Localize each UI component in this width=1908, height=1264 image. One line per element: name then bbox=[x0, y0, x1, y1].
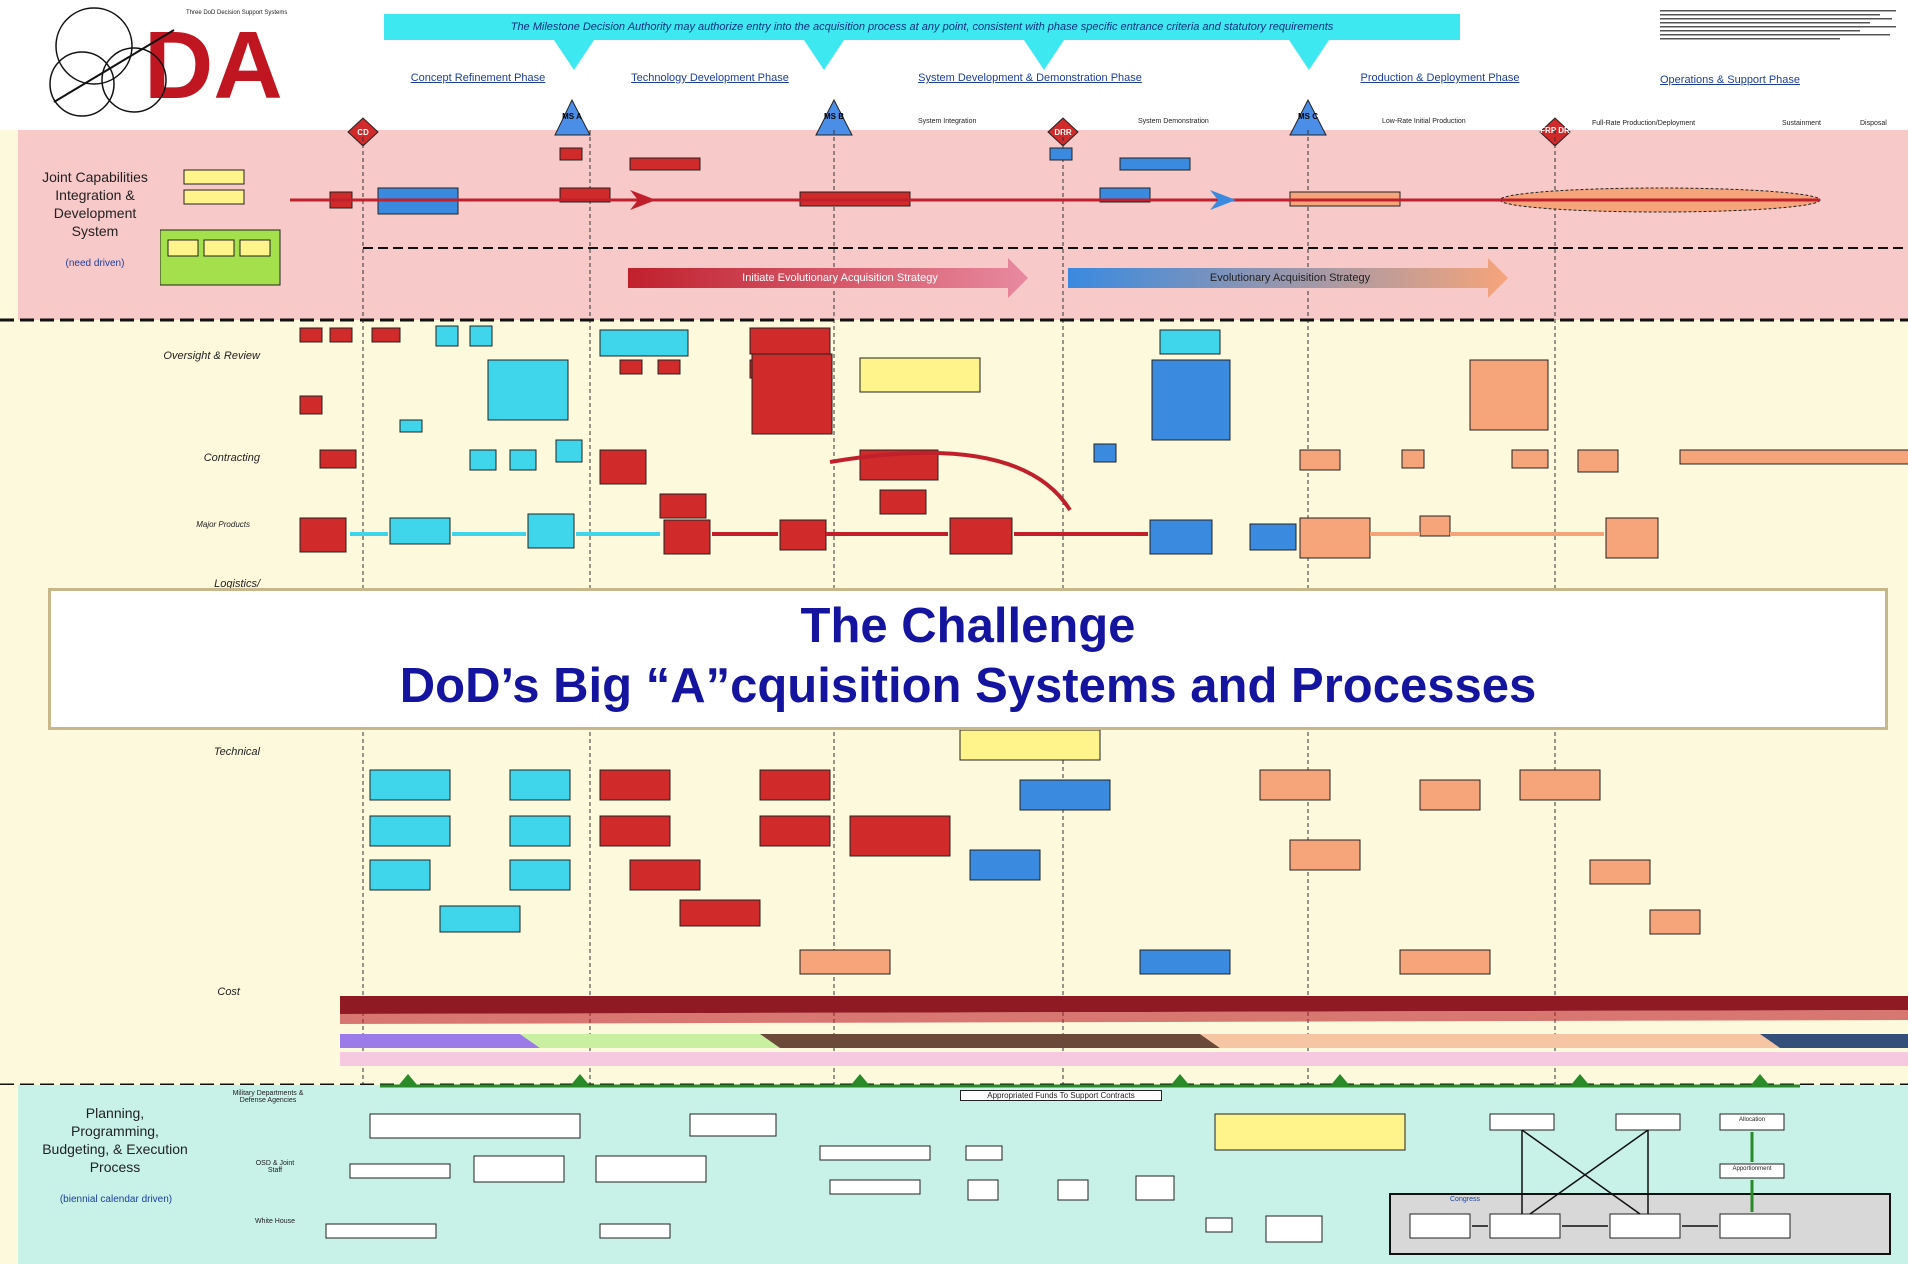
subphase-system-demonstration: System Demonstration bbox=[1138, 118, 1209, 125]
lane-contracting: Contracting bbox=[203, 452, 260, 464]
subphase-sustainment: Sustainment bbox=[1782, 120, 1821, 127]
cost-funds-bars bbox=[340, 996, 1908, 1066]
page-subtitle: DoD’s Big “A”cquisition Systems and Proc… bbox=[399, 659, 1537, 713]
strategy-arrows bbox=[628, 258, 1508, 298]
subphase-lrip: Low-Rate Initial Production bbox=[1382, 118, 1466, 125]
ppbe-apportionment: Apportionment bbox=[1732, 1166, 1772, 1172]
ppbe-osd: OSD & Joint Staff bbox=[255, 1160, 295, 1174]
title-box bbox=[48, 588, 1888, 730]
jcids-subtitle: (need driven) bbox=[65, 258, 125, 269]
ppbe-title: Planning, Programming, Budgeting, & Exec… bbox=[42, 1105, 188, 1175]
phase-technology-development: Technology Development Phase bbox=[631, 72, 789, 84]
subphase-frp: Full-Rate Production/Deployment bbox=[1592, 120, 1696, 127]
initiate-strategy-label: Initiate Evolutionary Acquisition Strate… bbox=[742, 272, 938, 284]
jcids-band bbox=[18, 130, 1908, 320]
milestone-b: MS B bbox=[824, 112, 844, 121]
ppbe-subtitle: (biennial calendar driven) bbox=[59, 1194, 173, 1205]
lane-logistics: Logistics/ bbox=[214, 578, 260, 590]
lane-major-products: Major Products bbox=[196, 520, 250, 529]
funds-line bbox=[380, 1074, 1800, 1088]
mda-banner bbox=[384, 14, 1460, 40]
jcids-title: Joint Capabilities Integration & Develop… bbox=[42, 169, 148, 239]
technical-flow-graphic bbox=[369, 730, 1701, 975]
lane-oversight: Oversight & Review bbox=[163, 350, 260, 362]
subphase-system-integration: System Integration bbox=[918, 118, 977, 125]
lane-cost: Cost bbox=[217, 986, 240, 998]
phase-production-deployment: Production & Deployment Phase bbox=[1360, 72, 1520, 84]
ppbe-flow-graphic bbox=[325, 1113, 1891, 1255]
phase-operations-support: Operations & Support Phase bbox=[1659, 74, 1801, 86]
milestone-c: MS C bbox=[1298, 112, 1318, 121]
ppbe-military-departments: Military Departments & Defense Agencies bbox=[232, 1090, 304, 1104]
ppbe-white-house: White House bbox=[254, 1218, 296, 1225]
ppbe-allocation: Allocation bbox=[1738, 1117, 1765, 1123]
subphase-disposal: Disposal bbox=[1860, 120, 1887, 127]
phase-concept-refinement: Concept Refinement Phase bbox=[410, 72, 546, 84]
logo-caption: Three DoD Decision Support Systems bbox=[186, 10, 288, 16]
funds-label: Appropriated Funds To Support Contracts bbox=[960, 1090, 1162, 1101]
lane-technical: Technical bbox=[213, 746, 260, 758]
legend-text bbox=[1660, 8, 1898, 48]
ppbe-congress: Congress bbox=[1450, 1196, 1480, 1203]
acquisition-flow-graphic bbox=[299, 325, 1908, 559]
mda-banner-text: The Milestone Decision Authority may aut… bbox=[510, 21, 1334, 33]
page-title: The Challenge bbox=[800, 599, 1136, 653]
milestone-a: MS A bbox=[562, 112, 582, 121]
banner-arrows bbox=[554, 40, 1329, 70]
phase-system-development: System Development & Demonstration Phase bbox=[918, 72, 1142, 84]
jcids-flow-graphic bbox=[160, 147, 1821, 286]
evolutionary-strategy-label: Evolutionary Acquisition Strategy bbox=[1209, 272, 1371, 284]
